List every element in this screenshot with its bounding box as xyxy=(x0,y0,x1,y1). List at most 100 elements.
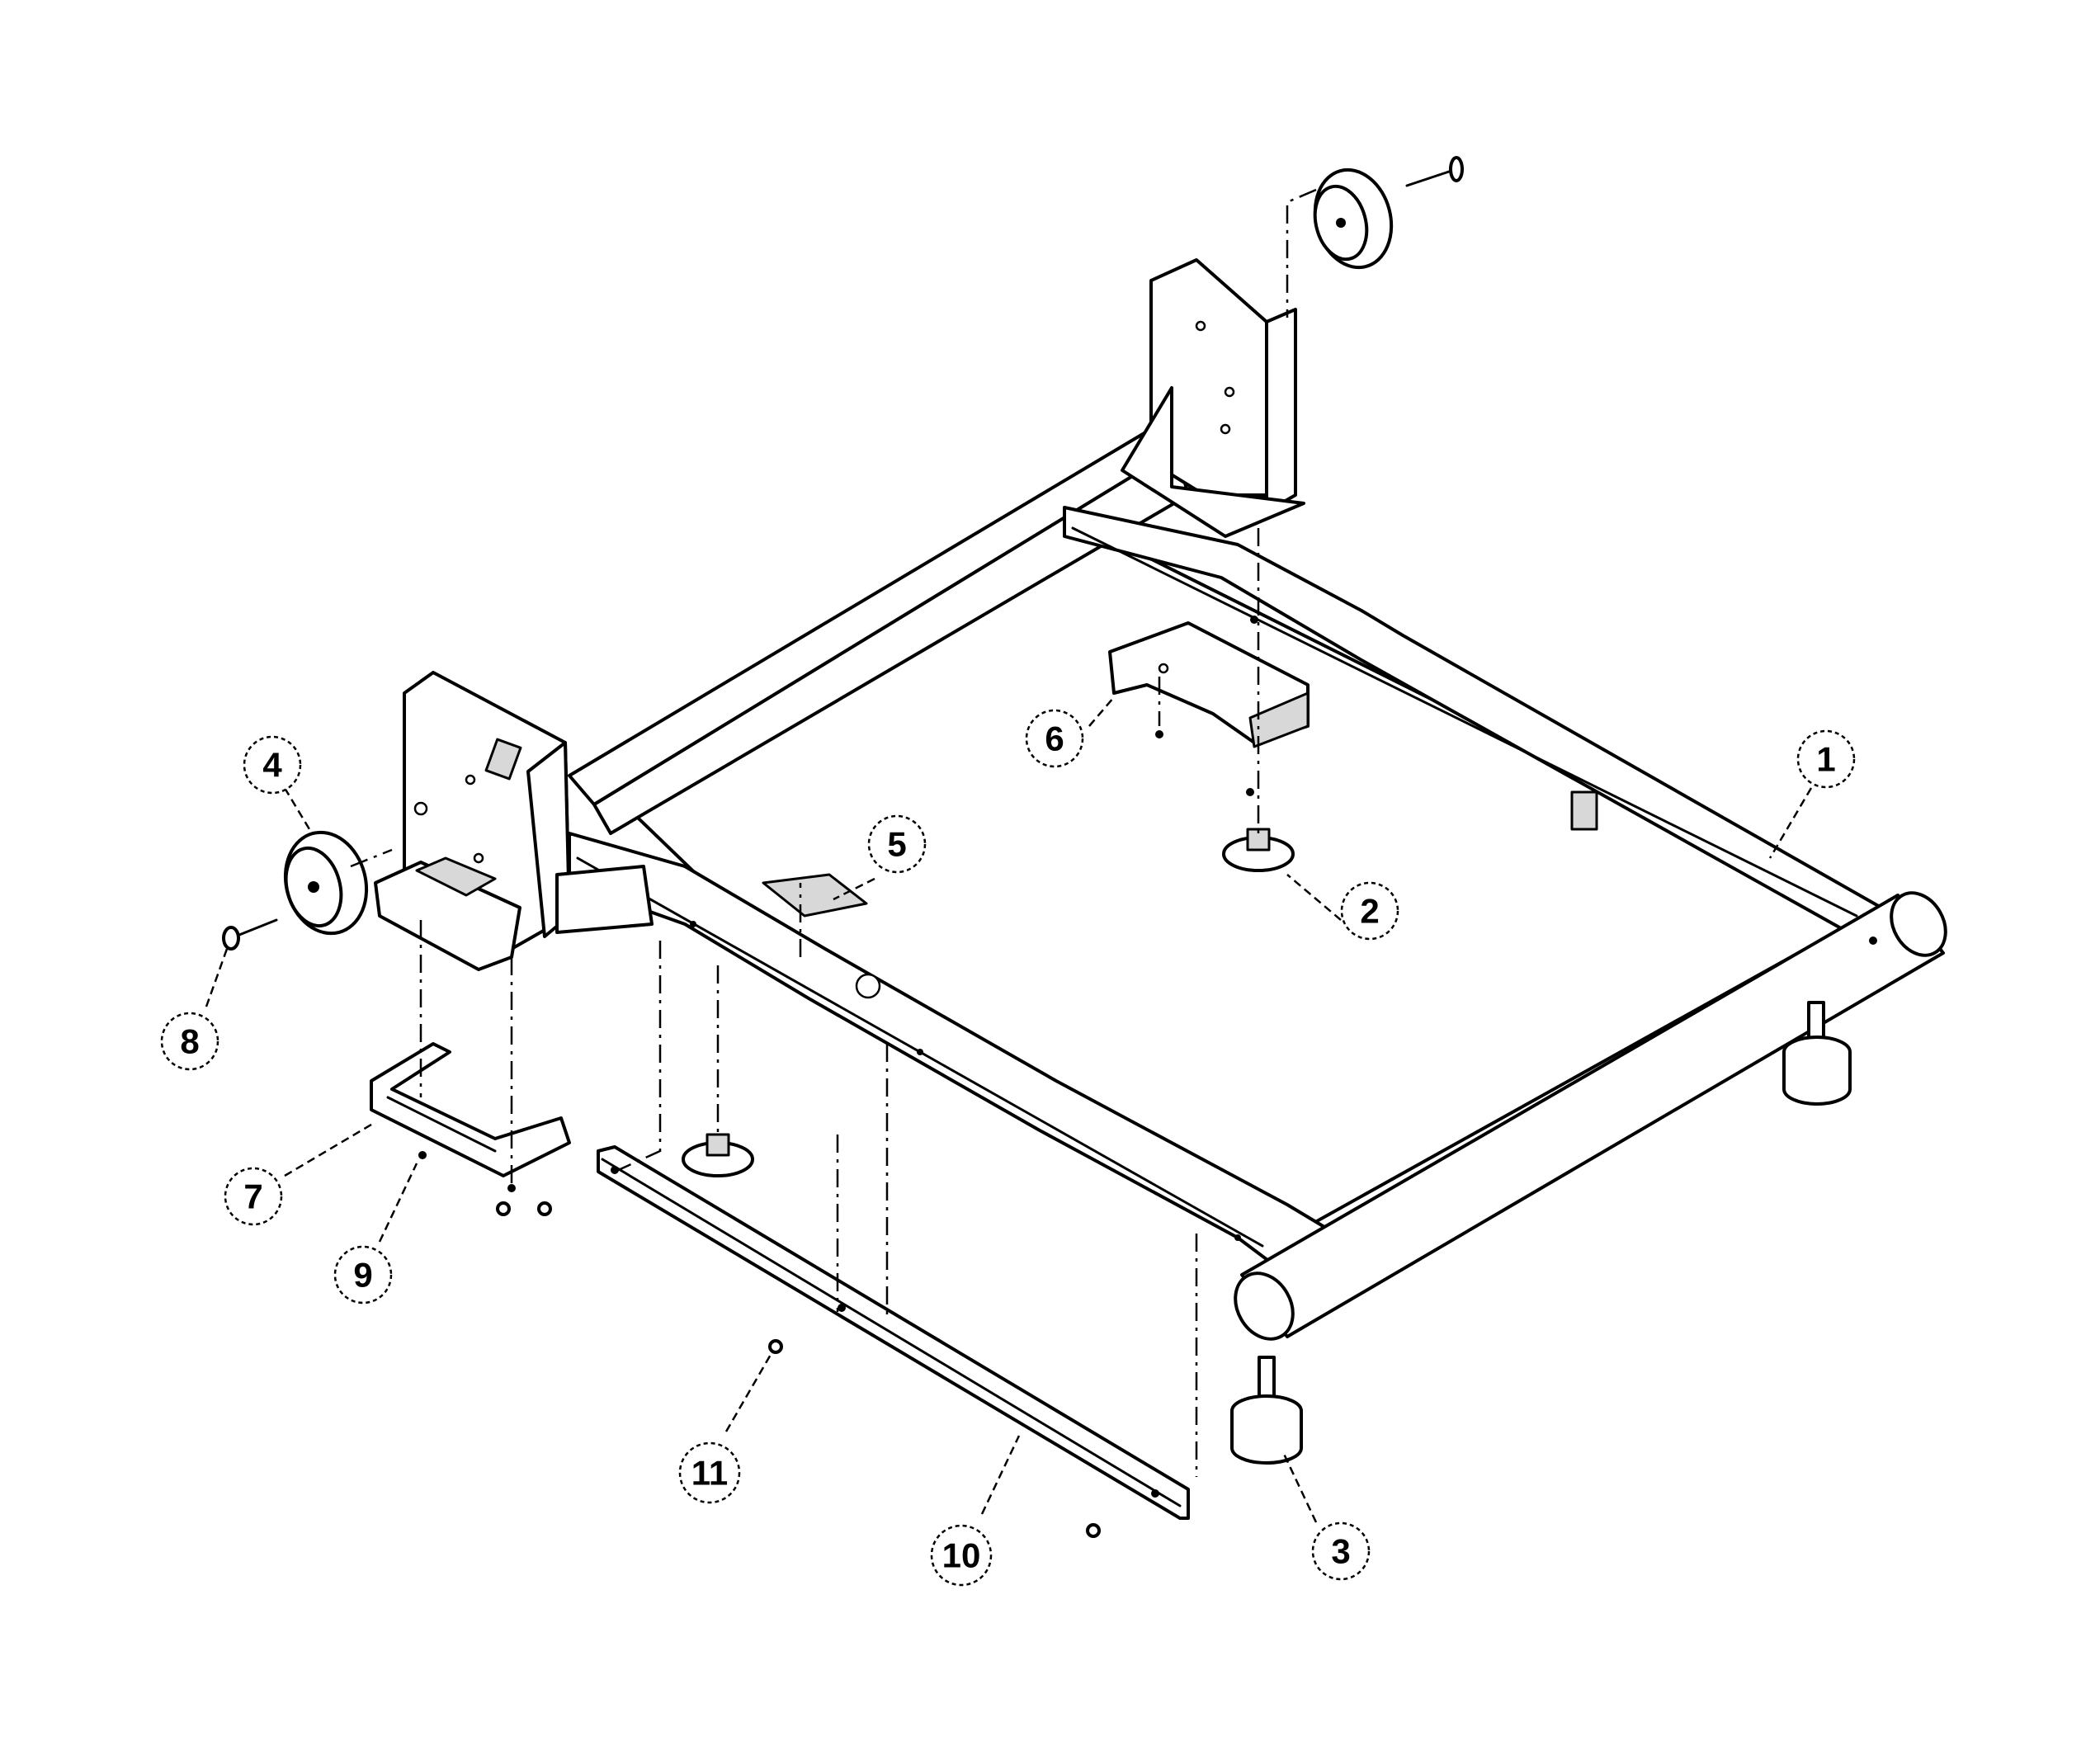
leader-11 xyxy=(724,1352,773,1432)
leveling-foot-2 xyxy=(1222,828,1295,872)
callout-7: 7 xyxy=(224,1167,283,1226)
frame-hole-dot xyxy=(1250,616,1258,624)
part-10-rail-strip xyxy=(597,1145,1190,1520)
bracket-foot-tab xyxy=(415,856,497,897)
callout-9: 9 xyxy=(333,1245,393,1304)
frame-floor-plate xyxy=(592,510,1866,1239)
leveling-foot-right-pad xyxy=(1782,1036,1852,1106)
callout-3: 3 xyxy=(1311,1521,1371,1581)
centerline-rear-wheel xyxy=(1286,188,1317,318)
leveling-foot-center xyxy=(682,1133,754,1177)
callout-11: 11 xyxy=(678,1441,741,1504)
part-7-screw xyxy=(418,1151,427,1159)
frame-hole-dot xyxy=(690,921,696,927)
part-6-hole xyxy=(1158,663,1169,674)
centerline-rail-left xyxy=(614,941,662,1173)
part-7-foot-guard xyxy=(370,1042,571,1192)
leader-7 xyxy=(284,1120,376,1177)
leader-4 xyxy=(283,787,311,830)
callout-5: 5 xyxy=(867,814,927,874)
frame-hole-dot xyxy=(1234,1234,1241,1241)
frame-inner-bracket xyxy=(1570,790,1598,831)
callout-8-label: 8 xyxy=(180,1022,199,1061)
centerline-front-wheel xyxy=(350,848,393,868)
leader-lines xyxy=(205,696,1813,1523)
axle-bolt-front-head xyxy=(222,926,240,951)
leader-5 xyxy=(833,877,875,901)
leader-2 xyxy=(1286,874,1342,921)
leader-3 xyxy=(1281,1451,1318,1523)
bracket-hole xyxy=(465,774,476,786)
callout-2: 2 xyxy=(1340,881,1399,941)
callout-1-label: 1 xyxy=(1816,740,1835,779)
part-6-screw xyxy=(1246,788,1254,796)
wheel-front xyxy=(283,830,369,936)
leader-9 xyxy=(378,1163,418,1243)
callout-4: 4 xyxy=(243,735,302,795)
callout-1: 1 xyxy=(1796,729,1856,789)
frame-right-rail-edge xyxy=(1071,526,1858,918)
bracket-hole xyxy=(413,801,428,816)
leveling-foot-3-pad xyxy=(1230,1394,1303,1465)
leader-8 xyxy=(205,948,229,1007)
callout-9-label: 9 xyxy=(353,1256,372,1295)
frame-front-tube-far-end xyxy=(1890,891,1947,957)
upright-bracket-rear-gusset xyxy=(1121,386,1305,538)
axle-bolt-front xyxy=(222,918,278,951)
part-6-tab xyxy=(1248,691,1310,748)
assembly-centerlines xyxy=(350,188,1317,1477)
upright-bracket-front xyxy=(374,671,654,971)
part-7-screw xyxy=(507,1184,516,1192)
part-5-label-plate xyxy=(762,873,868,918)
wheel-rear xyxy=(1313,156,1464,270)
wheel-rear-center xyxy=(1336,218,1346,228)
upright-bracket-front-strut xyxy=(555,865,654,934)
leveling-foot-right xyxy=(1782,1001,1852,1106)
wheel-rear-axle-bolt xyxy=(1405,167,1458,187)
callout-4-label: 4 xyxy=(262,746,282,785)
callout-8: 8 xyxy=(160,1012,219,1071)
wheel-front-center xyxy=(308,881,319,893)
screws xyxy=(496,1201,1101,1538)
part-10-hole xyxy=(1151,1489,1159,1498)
bracket-hole xyxy=(1220,423,1231,435)
screw-10-end xyxy=(1086,1523,1101,1538)
part-6-screw xyxy=(1155,730,1163,738)
leveling-foot-center-nut xyxy=(706,1133,730,1157)
callout-2-label: 2 xyxy=(1360,892,1379,931)
bracket-hole xyxy=(1224,386,1235,398)
screw-9-b xyxy=(496,1201,511,1216)
leader-1 xyxy=(1768,787,1813,859)
callout-5-label: 5 xyxy=(887,825,906,864)
callout-11-label: 11 xyxy=(691,1454,728,1493)
part-10-hole xyxy=(838,1304,846,1312)
part-10-hole xyxy=(611,1166,619,1174)
bracket-hole xyxy=(473,852,484,864)
leveling-foot-3 xyxy=(1230,1356,1303,1465)
leveling-foot-2-nut xyxy=(1246,828,1271,852)
axle-bolt-front-shank xyxy=(234,918,278,938)
leader-10 xyxy=(980,1435,1021,1515)
frame-hole-dot xyxy=(917,1049,923,1055)
screw-11 xyxy=(768,1339,783,1354)
frame-slot-hole xyxy=(855,973,881,999)
part-7-body xyxy=(370,1042,571,1177)
upright-bracket-rear-side xyxy=(1265,308,1297,513)
part-10-edge xyxy=(601,1158,1182,1507)
leader-6 xyxy=(1088,696,1115,727)
wheel-rear-bolt-head xyxy=(1449,156,1464,182)
callout-3-label: 3 xyxy=(1331,1532,1350,1571)
base-frame xyxy=(568,427,1947,1341)
bracket-hole xyxy=(1195,320,1206,332)
screw-9-a xyxy=(537,1201,552,1216)
frame-hole-dot xyxy=(1869,936,1877,945)
callout-6: 6 xyxy=(1025,709,1084,768)
callout-10: 10 xyxy=(930,1524,993,1587)
callout-10-label: 10 xyxy=(942,1536,981,1575)
upright-bracket-rear xyxy=(1121,258,1305,538)
callout-7-label: 7 xyxy=(243,1177,262,1216)
callout-6-label: 6 xyxy=(1045,719,1064,758)
part-7-edge xyxy=(386,1096,497,1153)
bracket-square-hole xyxy=(484,738,522,781)
